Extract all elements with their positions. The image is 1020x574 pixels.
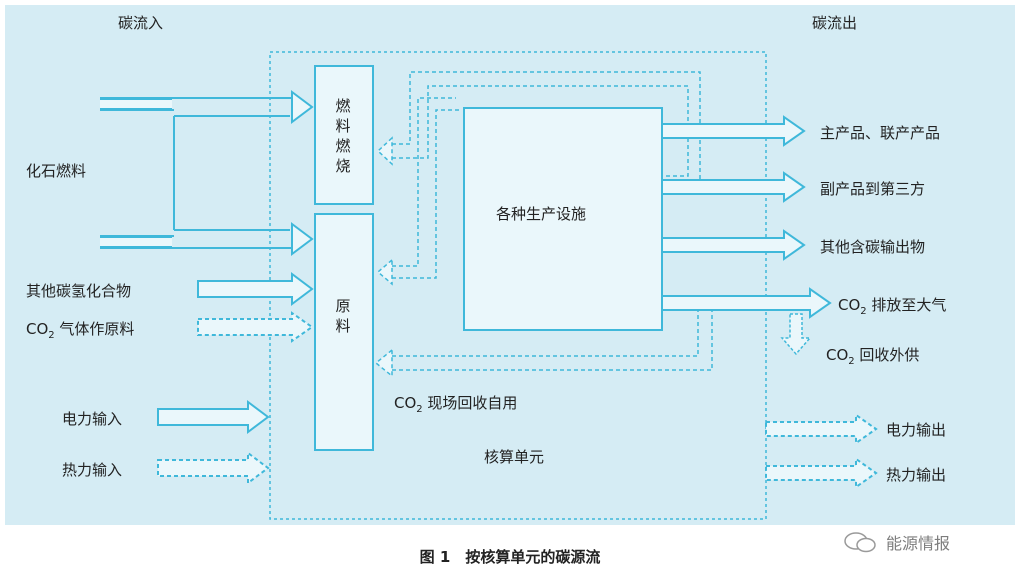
fossil-fuel-label: 化石燃料: [26, 162, 87, 180]
main-products-arrow: [661, 115, 806, 147]
co2-feedstock-label: CO2 气体作原料: [26, 320, 135, 341]
heat-out-arrow: [765, 457, 878, 489]
byproducts-label: 副产品到第三方: [820, 180, 926, 198]
fuel-burning-box: [314, 65, 374, 205]
power-out-arrow: [765, 413, 878, 445]
fuel-burning-label: 燃料燃烧: [335, 97, 351, 175]
other-outputs-arrow: [661, 229, 806, 261]
production-facilities-box: [463, 107, 663, 331]
figure-caption: 图 1 按核算单元的碳源流: [419, 548, 601, 566]
other-carbon-outputs-label: 其他含碳输出物: [820, 238, 926, 256]
production-facilities-label: 各种生产设施: [496, 205, 587, 223]
power-in-label: 电力输入: [62, 410, 123, 428]
co2-recovery-arrow: [780, 313, 812, 356]
co2-emission-label: CO2 排放至大气: [838, 296, 947, 317]
main-products-label: 主产品、联产产品: [820, 124, 941, 142]
heat-out-label: 热力输出: [886, 466, 947, 484]
byproducts-arrow: [661, 171, 806, 203]
co2-onsite-recycle-label: CO2 现场回收自用: [394, 394, 518, 415]
power-in-arrow: [157, 400, 270, 434]
co2-onsite-recycle-arrow: [374, 301, 713, 378]
power-out-label: 电力输出: [886, 421, 947, 439]
co2-emission-arrow: [661, 287, 832, 319]
raw-material-box: [314, 213, 374, 451]
other-carbon-compounds-label: 其他碳氢化合物: [26, 282, 132, 300]
carbon-in-header: 碳流入: [118, 14, 164, 32]
raw-material-arrowhead-1: [291, 222, 314, 256]
other-compound-arrow: [197, 272, 314, 306]
carbon-out-header: 碳流出: [812, 14, 858, 32]
fossil-fuel-arrows: [100, 97, 292, 249]
watermark: 能源情报: [886, 534, 951, 553]
raw-material-label: 原料: [335, 297, 351, 335]
heat-in-label: 热力输入: [62, 461, 123, 479]
recycle-to-raw-arrows: [376, 97, 460, 286]
co2-recovery-label: CO2 回收外供: [826, 346, 920, 367]
wechat-icon: [844, 532, 876, 553]
fuel-burning-arrowhead: [291, 90, 314, 124]
accounting-unit-label: 核算单元: [484, 448, 545, 466]
heat-in-arrow: [157, 451, 270, 485]
co2-feedstock-arrow: [197, 311, 314, 343]
